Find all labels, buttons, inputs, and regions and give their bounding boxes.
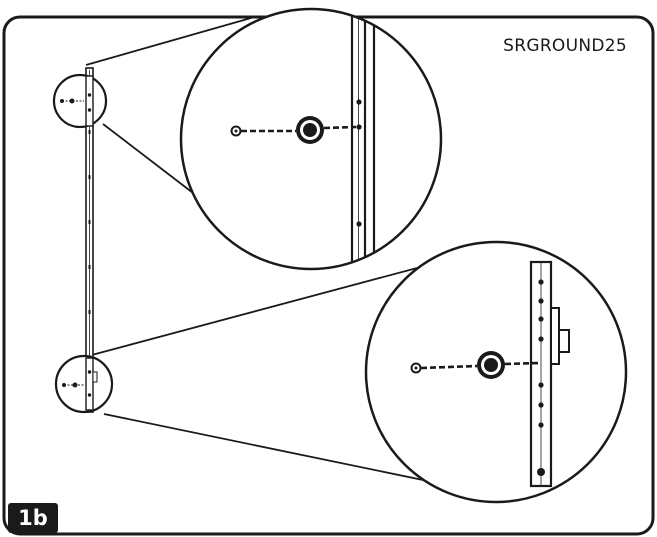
model-label: SRGROUND25 [503, 36, 627, 56]
zoom-callout-lines [85, 17, 453, 487]
magnified-circle-bottom [364, 240, 628, 504]
rail-holes [88, 130, 91, 314]
magnified-circle-top [179, 7, 443, 271]
small-circle-bottom [54, 354, 114, 414]
small-circle-top [52, 73, 108, 129]
step-badge: 1b [8, 503, 58, 533]
